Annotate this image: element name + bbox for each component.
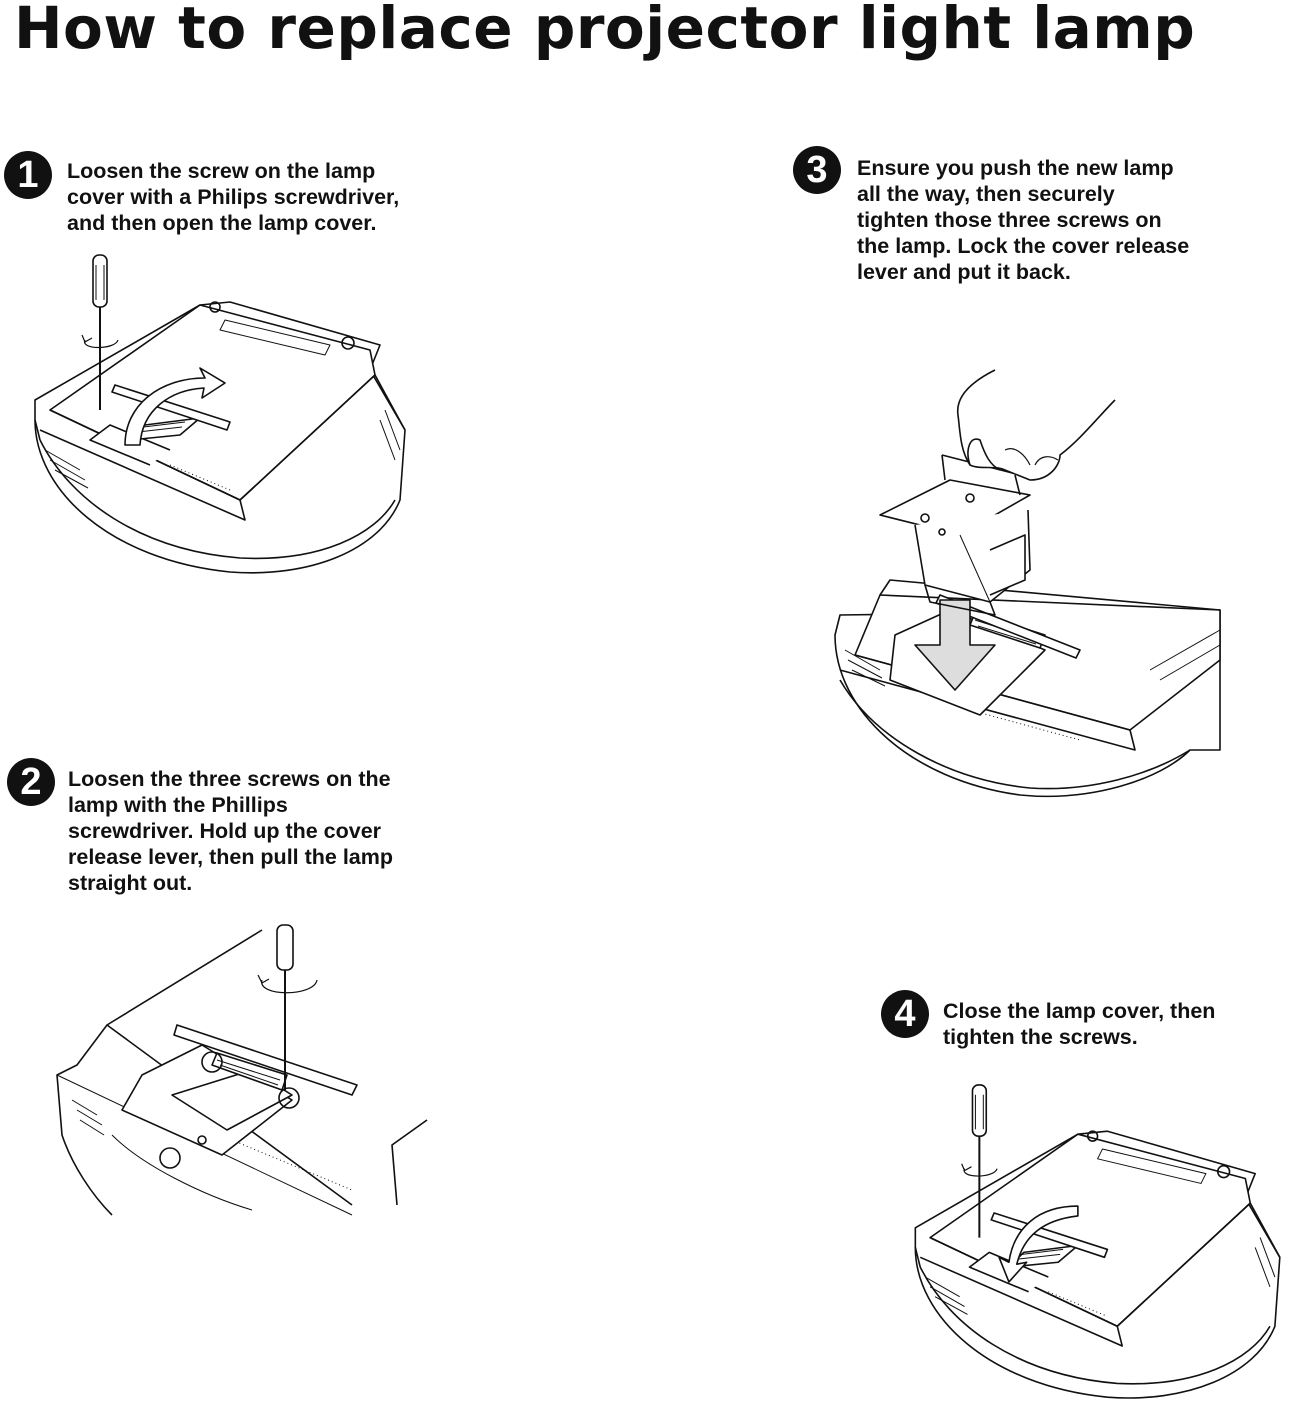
step-1-line: cover with a Philips screwdriver, bbox=[67, 185, 400, 209]
step-2-line: Loosen the three screws on the bbox=[68, 767, 391, 791]
step-4-line: tighten the screws. bbox=[943, 1025, 1138, 1049]
step-3-text: Ensure you push the new lamp all the way… bbox=[857, 155, 1189, 285]
step-4-line: Close the lamp cover, then bbox=[943, 999, 1216, 1023]
lamp-cover-lever bbox=[991, 1213, 1107, 1257]
step-3-line: the lamp. Lock the cover release bbox=[857, 234, 1190, 258]
step-4-badge: 4 bbox=[881, 990, 929, 1038]
step-4-text: Close the lamp cover, then tighten the s… bbox=[943, 998, 1215, 1050]
step-1-text: Loosen the screw on the lamp cover with … bbox=[67, 158, 399, 236]
page-title: How to replace projector light lamp bbox=[14, 0, 1196, 62]
step-1-line: Loosen the screw on the lamp bbox=[67, 159, 376, 183]
lamp-unit bbox=[880, 455, 1030, 615]
cover-release-lever bbox=[174, 1025, 357, 1095]
screwdriver bbox=[82, 255, 118, 410]
hand bbox=[958, 370, 1115, 480]
step-2-line: screwdriver. Hold up the cover bbox=[68, 819, 382, 843]
screwdriver bbox=[258, 925, 317, 1090]
open-arrow bbox=[125, 368, 225, 445]
step-2-illustration bbox=[52, 925, 427, 1215]
lamp-bay bbox=[122, 1045, 299, 1168]
projector-body bbox=[915, 1131, 1279, 1398]
step-2-badge: 2 bbox=[7, 758, 55, 806]
step-2-line: lamp with the Phillips bbox=[68, 793, 288, 817]
step-1-illustration bbox=[30, 250, 420, 585]
screwdriver bbox=[962, 1085, 997, 1238]
step-3-badge: 3 bbox=[793, 146, 841, 194]
projector-body bbox=[35, 302, 405, 573]
step-3-illustration bbox=[830, 370, 1225, 835]
step-4-illustration bbox=[910, 1080, 1295, 1410]
projector-body bbox=[835, 580, 1220, 796]
step-3-line: Ensure you push the new lamp bbox=[857, 156, 1174, 180]
step-1-line: and then open the lamp cover. bbox=[67, 211, 377, 235]
step-3-line: all the way, then securely bbox=[857, 182, 1115, 206]
insert-arrow bbox=[915, 600, 995, 690]
step-2-text: Loosen the three screws on the lamp with… bbox=[68, 766, 393, 896]
step-2-line: release lever, then pull the lamp bbox=[68, 845, 394, 869]
step-3-line: tighten those three screws on bbox=[857, 208, 1162, 232]
close-arrow bbox=[999, 1206, 1078, 1282]
step-3-line: lever and put it back. bbox=[857, 260, 1071, 284]
step-2-line: straight out. bbox=[68, 871, 193, 895]
lamp-cover-lever bbox=[112, 385, 230, 430]
step-1-badge: 1 bbox=[4, 151, 52, 199]
